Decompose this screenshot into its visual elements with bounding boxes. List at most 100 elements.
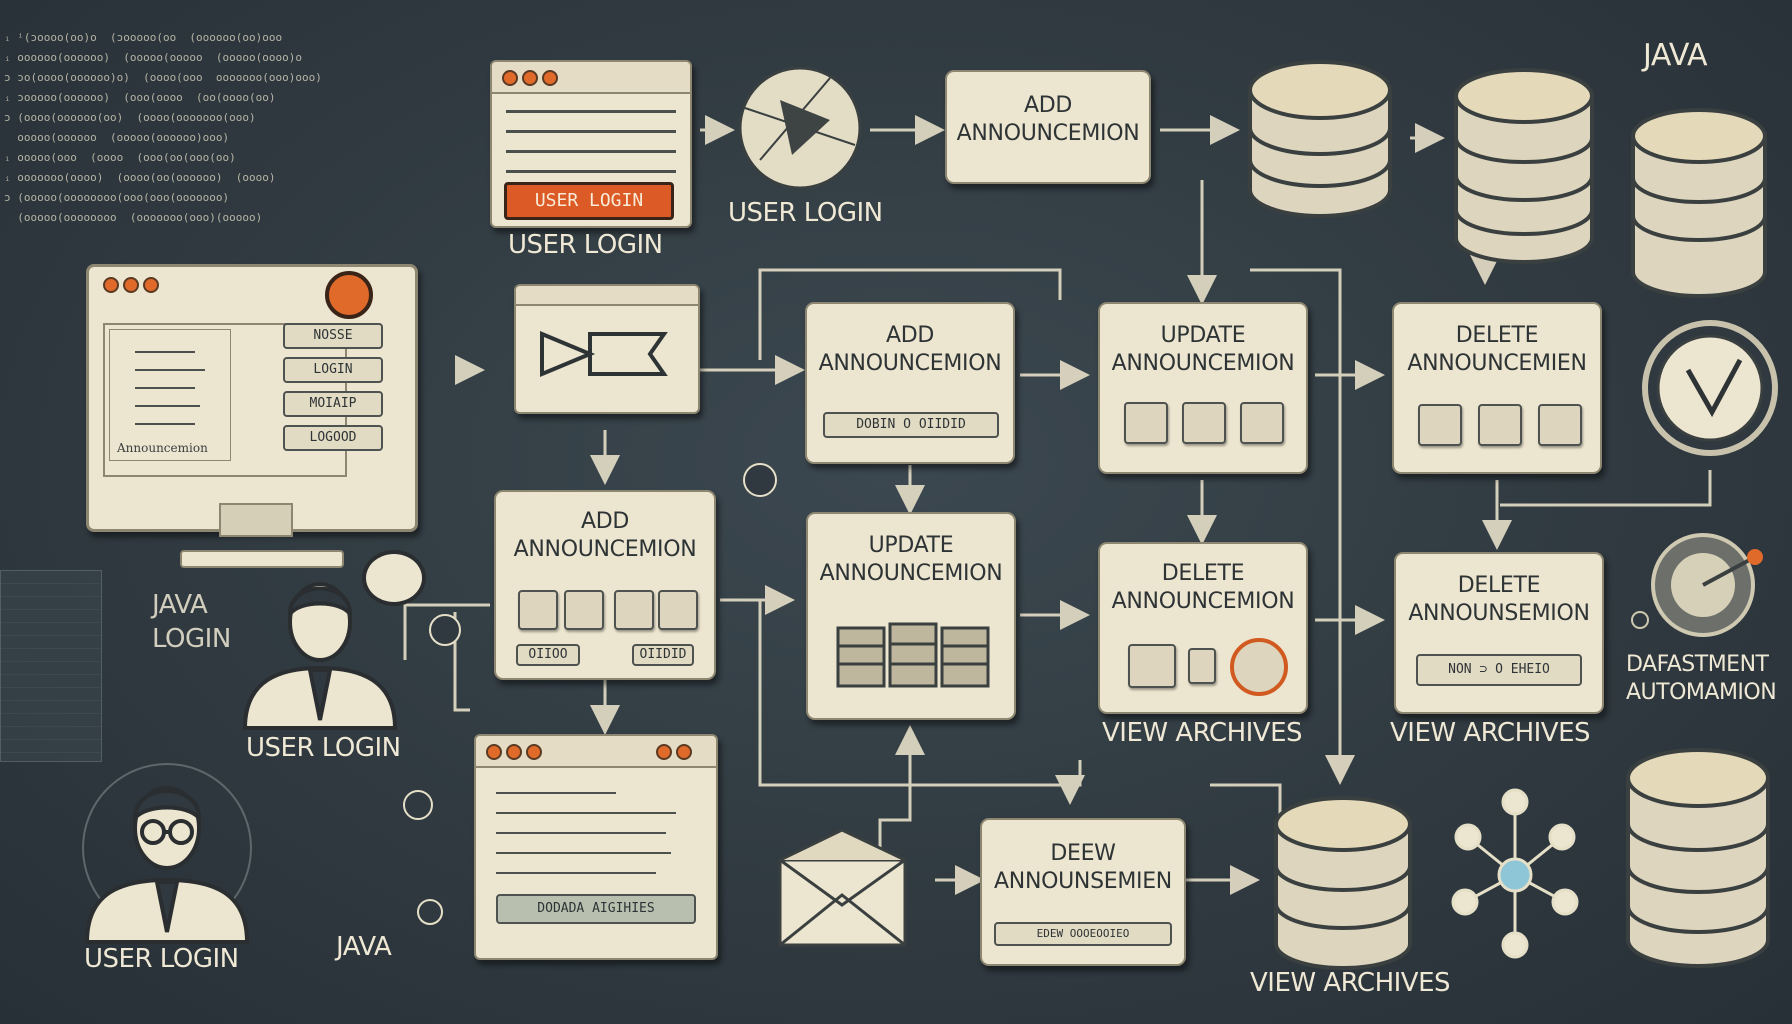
- card-subtitle: ANNOUNCEMIEN: [1407, 351, 1587, 376]
- code-line: ᵢ oooooo(oooooo) (ooooo(ooooo (ooooo(ooo…: [4, 51, 303, 64]
- action-bar[interactable]: NON ⊃ O EHEIO: [1416, 654, 1582, 686]
- card-title: UPDATE: [1160, 323, 1246, 348]
- play-icon[interactable]: [1124, 402, 1168, 444]
- view-archives-label: VIEW ARCHIVES: [1102, 718, 1303, 748]
- user-avatar-icon: [240, 560, 400, 730]
- card-subtitle: ANNOUNSEMIEN: [994, 869, 1172, 894]
- window-controls: [486, 744, 546, 765]
- network-icon: [1451, 788, 1579, 959]
- arrow-connector: [1250, 268, 1355, 785]
- loop-node: [429, 614, 461, 646]
- add-announcement-card[interactable]: ADD ANNOUNCEMION OIIOO OIIDID: [494, 490, 716, 680]
- layout-icon[interactable]: [564, 590, 604, 630]
- user-login-button[interactable]: USER LOGIN: [504, 182, 674, 220]
- arrow-connector: [758, 600, 1082, 787]
- monitor-button[interactable]: NOSSE: [283, 323, 383, 349]
- code-line: ooooo(oooooo (ooooo(oooooo)ooo): [4, 131, 230, 144]
- arrow-connector: [453, 612, 470, 712]
- action-bar[interactable]: OIIDID: [632, 644, 694, 666]
- code-line: (ooooo(oooooooo (ooooooo(ooo)(ooooo): [4, 211, 263, 224]
- file-icon[interactable]: [614, 590, 654, 630]
- user-login-label: USER LOGIN: [508, 230, 663, 260]
- database-icon: [1620, 740, 1776, 976]
- update-announcement-card[interactable]: UPDATE ANNOUNCEMION: [806, 512, 1016, 720]
- window-controls: [656, 744, 696, 765]
- edit-icon[interactable]: [1418, 404, 1462, 446]
- automation-label: AUTOMAMION: [1626, 680, 1777, 705]
- user-login-label: USER LOGIN: [246, 733, 401, 763]
- arrow-connector: [878, 760, 912, 860]
- table-strip: [0, 570, 102, 762]
- card-subtitle: ANNOUNCEMION: [1111, 589, 1295, 614]
- database-icon: [1625, 100, 1773, 310]
- card-title: DELETE: [1455, 323, 1539, 348]
- view-archives-label: VIEW ARCHIVES: [1390, 718, 1591, 748]
- user-login-label: USER LOGIN: [728, 198, 883, 228]
- code-line: ɔ ɔo(oooo(oooooo)o) (oooo(ooo ooooooo(oo…: [4, 71, 322, 84]
- window-controls: [103, 277, 163, 298]
- code-line: ɔ (ooooo(oooooooo(ooo(ooo(ooooooo): [4, 191, 230, 204]
- view-announcement-card[interactable]: DEEW ANNOUNSEMIEN EDEW OOOEOOIEO: [980, 818, 1186, 966]
- card-subtitle: ANNOUNCEMION: [513, 537, 697, 562]
- delete-announcement-card[interactable]: DELETE ANNOUNSEMION NON ⊃ O EHEIO: [1394, 552, 1604, 714]
- login-window: USER LOGIN: [490, 60, 692, 228]
- card-subtitle: ANNOUNCEMION: [1111, 351, 1295, 376]
- card-title: ADD: [885, 323, 935, 348]
- java-label: JAVA: [1643, 38, 1708, 73]
- play-icon[interactable]: [518, 590, 558, 630]
- check-icon[interactable]: [1538, 404, 1582, 446]
- video-window: [514, 284, 700, 414]
- action-bar[interactable]: EDEW OOOEOOIEO: [994, 922, 1172, 946]
- monitor-button[interactable]: MOIAIP: [283, 391, 383, 417]
- check-icon[interactable]: [1240, 402, 1284, 444]
- add-announcement-card[interactable]: ADD ANNOUNCEMION DOBIN O OIIDID: [805, 302, 1015, 464]
- java-label: JAVA: [336, 932, 392, 962]
- user-avatar-icon: [82, 752, 252, 944]
- delete-announcement-card[interactable]: DELETE ANNOUNCEMION: [1098, 542, 1308, 714]
- arrow-connector: [1500, 470, 1712, 507]
- java-label: JAVA: [152, 590, 208, 620]
- code-line: ɔ (oooo(oooooo(oo) (oooo(ooooooo(ooo): [4, 111, 256, 124]
- card-title: DELETE: [1161, 561, 1245, 586]
- card-title: ADD: [580, 509, 630, 534]
- code-line: ᵢ ooooo(ooo (oooo (ooo(oo(ooo(oo): [4, 151, 236, 164]
- loop-node: [403, 790, 433, 820]
- card-subtitle: ANNOUNCEMION: [818, 351, 1002, 376]
- add-announcement-card[interactable]: ADD ANNOUNCEMION: [945, 70, 1151, 184]
- compass-icon: [738, 66, 862, 190]
- database-icon: [1268, 788, 1418, 980]
- forward-icon[interactable]: [1182, 402, 1226, 444]
- target-icon[interactable]: [1230, 638, 1288, 696]
- next-icon[interactable]: [658, 590, 698, 630]
- monitor-footer: Announcemion: [117, 441, 208, 455]
- speech-bubble-icon: [362, 550, 426, 606]
- code-line: ᵢ ɔooooo(oooooo) (ooo(oooo (oo(oooo(oo): [4, 91, 276, 104]
- play-icon[interactable]: [1128, 644, 1176, 688]
- monitor-button[interactable]: LOGOOD: [283, 425, 383, 451]
- action-bar[interactable]: OIIOO: [516, 644, 580, 666]
- card-subtitle: ANNOUNSEMION: [1408, 601, 1590, 626]
- monitor-button[interactable]: LOGIN: [283, 357, 383, 383]
- code-line: ᵢ ooooooo(oooo) (oooo(oo(oooooo) (oooo): [4, 171, 276, 184]
- archives-button[interactable]: DODADA AIGIHIES: [496, 894, 696, 924]
- desktop-monitor: Announcemion NOSSE LOGIN MOIAIP LOGOOD: [86, 264, 418, 537]
- monitor-base: [180, 550, 344, 568]
- loop-node: [417, 899, 443, 925]
- update-announcement-card[interactable]: UPDATE ANNOUNCEMION: [1098, 302, 1308, 474]
- card-title: DELETE: [1457, 573, 1541, 598]
- monitor-stand: [219, 503, 293, 537]
- card-title: UPDATE: [868, 533, 954, 558]
- envelope-icon: [778, 828, 907, 947]
- info-icon[interactable]: [1188, 648, 1216, 684]
- bookmark-icon[interactable]: [1478, 404, 1522, 446]
- database-icon: [1448, 58, 1600, 274]
- login-label: LOGIN: [152, 624, 231, 654]
- action-bar[interactable]: DOBIN O OIIDID: [823, 412, 999, 438]
- target-icon: [1631, 533, 1763, 637]
- database-icon: [1240, 50, 1400, 230]
- delete-announcement-card[interactable]: DELETE ANNOUNCEMIEN: [1392, 302, 1602, 474]
- window-controls: [502, 70, 562, 91]
- window-titlebar: [516, 286, 698, 306]
- archive-window: DODADA AIGIHIES: [474, 734, 718, 960]
